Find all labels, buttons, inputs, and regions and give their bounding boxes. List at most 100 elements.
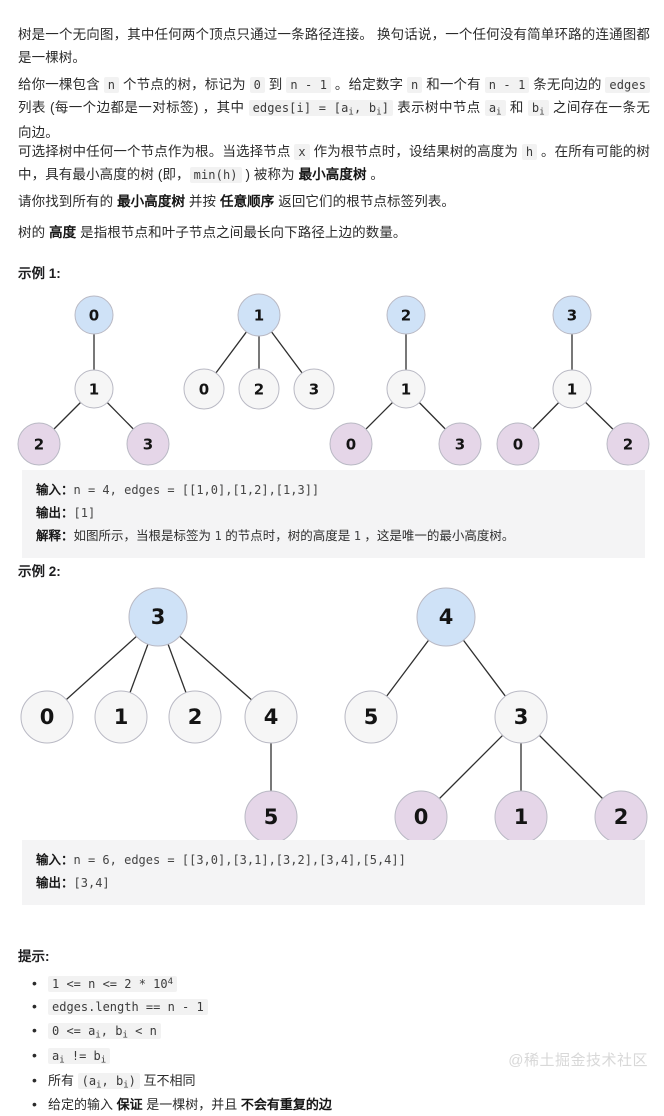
node-label: 3 [309, 381, 319, 399]
code-subscript: i [348, 107, 354, 118]
inline-code-edges-i: edges[i] = [ai, bi] [248, 100, 394, 118]
node-circle [244, 690, 298, 744]
strong-no-dup-edges: 不会有重复的边 [240, 1097, 332, 1113]
code-part: 1 <= n <= 2 * 10 [52, 977, 168, 991]
text-run: 的节点时，树的高度是 [221, 529, 354, 544]
input-value: n = 4, edges = [[1,0],[1,2],[1,3]] [73, 483, 320, 497]
explain-code-1: 1 [214, 529, 222, 544]
text-run: 是一棵树，并且 [142, 1097, 241, 1113]
node-circle [416, 587, 476, 647]
text-run: 个节点的树，标记为 [119, 76, 250, 92]
node-label: 0 [414, 805, 429, 829]
text-run: 条无向边的 [529, 76, 606, 92]
explain-code-2: 1 [353, 529, 361, 544]
tree-node-2: 2 [594, 790, 648, 840]
code-part: , b [353, 101, 377, 116]
hints-heading: 提示: [18, 949, 50, 964]
tree-node-0: 0 [394, 790, 448, 840]
code-part: ] [381, 101, 390, 116]
example-1-input-line: 输入：n = 4, edges = [[1,0],[1,2],[1,3]] [36, 479, 631, 502]
example-2-input-line: 输入：n = 6, edges = [[3,0],[3,1],[3,2],[3,… [36, 849, 631, 872]
code-part: a [52, 1048, 60, 1063]
node-label: 1 [254, 307, 264, 325]
hint-code: edges.length == n - 1 [48, 999, 208, 1016]
node-circle [126, 422, 170, 466]
text-run: 列表 (每一个边都是一对标签) ，其中 [18, 100, 249, 116]
node-circle [329, 422, 373, 466]
inline-code-bi: bi [527, 100, 549, 117]
example-1-output-line: 输出：[1] [36, 502, 631, 525]
inline-code-zero: 0 [249, 76, 265, 93]
node-circle [552, 369, 592, 409]
text-run: 到 [264, 76, 287, 92]
tree-node-0: 0 [183, 368, 225, 410]
text-run: 请你找到所有的 [18, 193, 118, 209]
tree-node-3: 3 [293, 368, 335, 410]
text-run: 树的 [18, 224, 50, 240]
tree-node-0: 0 [496, 422, 540, 466]
output-value: [1] [73, 506, 96, 521]
tree-node-2: 2 [168, 690, 222, 744]
tree-node-5: 5 [244, 790, 298, 840]
node-label: 2 [401, 307, 411, 325]
node-circle [438, 422, 482, 466]
text-run: 可选择树中任何一个节点作为根。当选择节点 [18, 143, 295, 159]
inline-code-n-minus-1-2: n - 1 [484, 76, 530, 93]
code-part: edges.length == n - 1 [52, 1000, 204, 1015]
code-superscript: 4 [167, 976, 174, 987]
node-circle [606, 422, 650, 466]
node-circle [394, 790, 448, 840]
inline-code-ai: ai [484, 100, 506, 117]
code-part: , b [101, 1073, 124, 1088]
paragraph-definition-text: 树是一个无向图，其中任何两个顶点只通过一条路径连接。 换句话说，一个任何没有简单… [18, 26, 650, 66]
node-circle [238, 368, 280, 410]
text-run: 互不相同 [139, 1072, 196, 1088]
code-subscript: i [123, 1079, 129, 1090]
node-label: 1 [401, 381, 411, 399]
example-2-heading: 示例 2: [18, 564, 61, 579]
hint-item: 给定的输入 保证 是一棵树，并且 不会有重复的边 [32, 1093, 618, 1116]
paragraph-input-spec: 给你一棵包含 n 个节点的树，标记为 0 到 n - 1 。给定数字 n 和一个… [18, 73, 651, 145]
text-run: 是指根节点和叶子节点之间最长向下路径上边的数量。 [76, 224, 407, 240]
code-subscript: i [95, 1030, 101, 1041]
text-run: ) 被称为 [241, 167, 299, 183]
tree-node-3: 3 [494, 690, 548, 744]
text-run: 之间存在一条无向边。 [18, 100, 650, 141]
tree-node-1: 1 [552, 369, 592, 409]
node-label: 5 [364, 705, 379, 729]
output-label: 输出： [36, 506, 74, 521]
inline-code-x: x [294, 143, 310, 160]
text-run: 和一个有 [422, 76, 485, 92]
text-run: 如图所示，当根是标签为 [73, 529, 215, 544]
node-circle [244, 790, 298, 840]
tree-node-2: 2 [17, 422, 61, 466]
node-circle [20, 690, 74, 744]
hint-item: 0 <= ai, bi < n [32, 1019, 618, 1044]
node-label: 4 [439, 605, 454, 629]
node-circle [293, 368, 335, 410]
node-circle [17, 422, 61, 466]
text-run: ，这是唯一的最小高度树。 [360, 529, 515, 544]
node-circle [183, 368, 225, 410]
node-label: 0 [513, 436, 523, 454]
code-part: != b [64, 1048, 101, 1063]
inline-code-h: h [521, 143, 538, 160]
node-label: 3 [151, 605, 166, 629]
tree-node-1: 1 [94, 690, 148, 744]
strong-height: 高度 [49, 224, 77, 240]
tree-node-1: 1 [494, 790, 548, 840]
node-label: 0 [199, 381, 209, 399]
code-part: (a [81, 1073, 97, 1088]
text-run: 给定的输入 [48, 1097, 117, 1113]
hint-code: (ai, bi) [77, 1072, 140, 1090]
node-circle [494, 690, 548, 744]
strong-mht-2: 最小高度树 [117, 193, 186, 209]
node-circle [74, 295, 114, 335]
strong-mht: 最小高度树 [298, 167, 367, 183]
